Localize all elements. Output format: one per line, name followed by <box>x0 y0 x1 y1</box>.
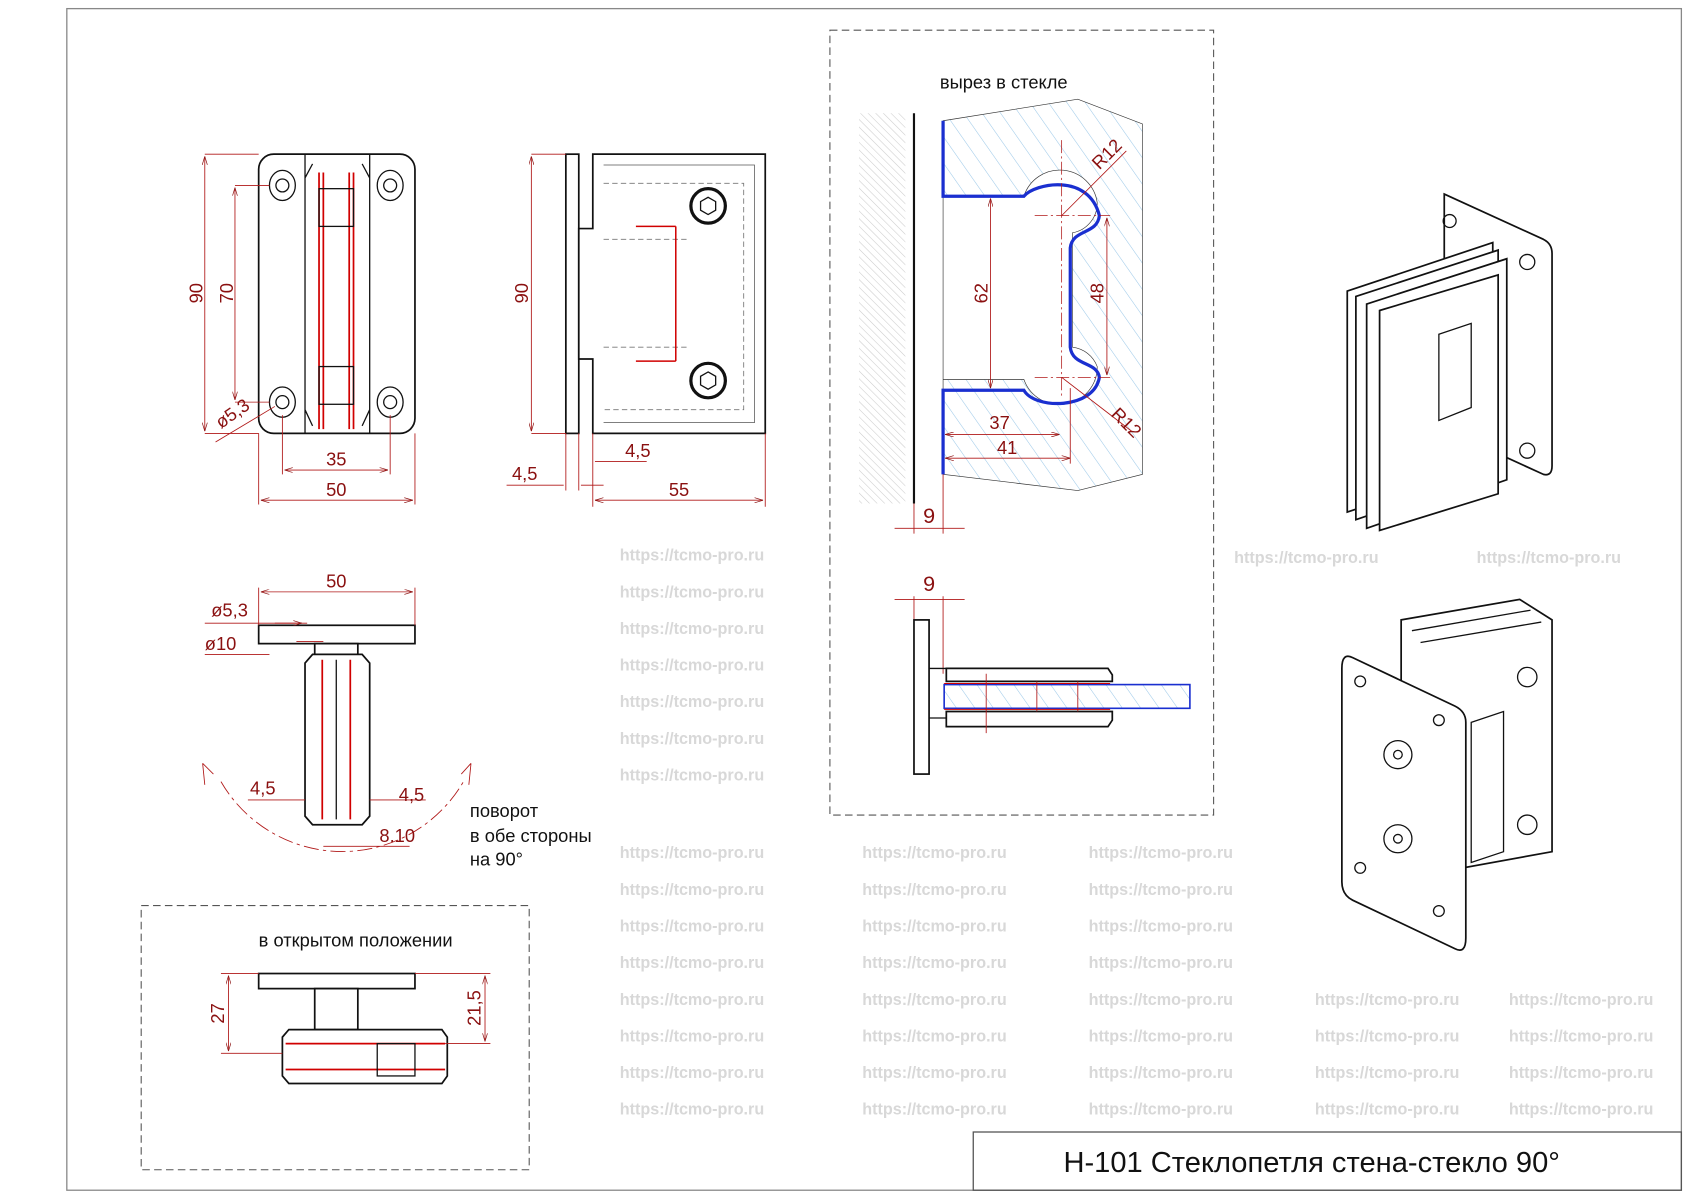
wall-hatch <box>859 113 906 504</box>
watermark-text: https://tcmo-pro.ru <box>1234 549 1378 567</box>
dim-left-gap: 4,5 <box>250 778 275 799</box>
hex-screw-icon <box>689 361 727 400</box>
watermark-text: https://tcmo-pro.ru <box>620 767 764 785</box>
watermark-text: https://tcmo-pro.ru <box>620 583 764 601</box>
watermark-text: https://tcmo-pro.ru <box>1315 1064 1459 1082</box>
dim-counterbore: ø10 <box>205 633 237 654</box>
watermark-text: https://tcmo-pro.ru <box>1089 844 1233 862</box>
watermark-text: https://tcmo-pro.ru <box>620 1064 764 1082</box>
watermark-text: https://tcmo-pro.ru <box>620 1027 764 1045</box>
dim-37: 37 <box>989 412 1009 433</box>
sheet-frame <box>66 7 1683 1191</box>
watermark-text: https://tcmo-pro.ru <box>862 1064 1006 1082</box>
countersunk-screw-icon <box>1383 824 1413 854</box>
watermark-text: https://tcmo-pro.ru <box>620 657 764 675</box>
dim-body-height: 21,5 <box>464 990 485 1026</box>
mounting-hole-icon <box>376 169 404 202</box>
dim-gap-9-section: 9 <box>923 571 935 596</box>
watermark-text: https://tcmo-pro.ru <box>862 954 1006 972</box>
watermark-text: https://tcmo-pro.ru <box>620 881 764 899</box>
rotation-note-line3: на 90° <box>470 849 523 870</box>
dim-width: 50 <box>326 571 346 592</box>
dim-hole-spacing-vertical: 70 <box>216 283 237 303</box>
watermark-text: https://tcmo-pro.ru <box>1315 991 1459 1009</box>
open-position-label: в открытом положении <box>259 930 453 951</box>
watermark-text: https://tcmo-pro.ru <box>1089 991 1233 1009</box>
dim-41: 41 <box>997 437 1017 458</box>
watermark-text: https://tcmo-pro.ru <box>620 730 764 748</box>
dim-gap: 4,5 <box>625 440 650 461</box>
dim-plate-thickness: 4,5 <box>512 463 537 484</box>
dim-depth: 55 <box>669 479 689 500</box>
countersunk-screw-icon <box>1383 740 1413 770</box>
dim-height: 90 <box>186 283 207 303</box>
watermark-text: https://tcmo-pro.ru <box>620 693 764 711</box>
glass-cutout-view: вырез в стекле 62 48 37 41 R12 R12 9 9 <box>829 29 1215 816</box>
glass-cutout-label: вырез в стекле <box>940 71 1068 92</box>
dim-glass-thickness: 8.10 <box>379 825 415 846</box>
watermark-text: https://tcmo-pro.ru <box>1089 954 1233 972</box>
watermark-text: https://tcmo-pro.ru <box>862 1027 1006 1045</box>
watermark-text: https://tcmo-pro.ru <box>620 991 764 1009</box>
side-view: 90 4,5 4,5 55 <box>506 153 767 507</box>
drawing-title: H-101 Стеклопетля стена-стекло 90° <box>1063 1147 1559 1179</box>
watermark-text: https://tcmo-pro.ru <box>862 991 1006 1009</box>
title-block: H-101 Стеклопетля стена-стекло 90° <box>972 1131 1683 1191</box>
watermark-text: https://tcmo-pro.ru <box>620 844 764 862</box>
rotation-note-line1: поворот <box>470 800 539 821</box>
watermark-text: https://tcmo-pro.ru <box>1089 1027 1233 1045</box>
watermark-text: https://tcmo-pro.ru <box>862 881 1006 899</box>
dim-hole-diameter: ø5,3 <box>211 600 248 621</box>
dim-62: 62 <box>970 283 991 303</box>
watermark-text: https://tcmo-pro.ru <box>1315 1101 1459 1119</box>
watermark-text: https://tcmo-pro.ru <box>862 844 1006 862</box>
watermark-text: https://tcmo-pro.ru <box>1477 549 1621 567</box>
watermark-text: https://tcmo-pro.ru <box>620 620 764 638</box>
watermark-text: https://tcmo-pro.ru <box>620 917 764 935</box>
rotation-note-line2: в обе стороны <box>470 825 592 846</box>
watermark-text: https://tcmo-pro.ru <box>620 1101 764 1119</box>
dim-gap-9: 9 <box>923 503 935 528</box>
dim-hole-diameter: ø5,3 <box>211 394 253 432</box>
watermark-text: https://tcmo-pro.ru <box>1089 917 1233 935</box>
dim-total-height: 27 <box>207 1003 228 1023</box>
dim-hole-spacing-horizontal: 35 <box>326 449 346 470</box>
front-view: 90 70 35 50 ø5,3 <box>186 153 416 505</box>
watermark-text: https://tcmo-pro.ru <box>862 1101 1006 1119</box>
isometric-view-closed <box>1346 192 1553 532</box>
watermark-text: https://tcmo-pro.ru <box>1509 1064 1653 1082</box>
dim-height: 90 <box>511 283 532 303</box>
watermark-text: https://tcmo-pro.ru <box>1089 1101 1233 1119</box>
isometric-view-open <box>1341 598 1553 951</box>
watermark-text: https://tcmo-pro.ru <box>1315 1027 1459 1045</box>
watermark-text: https://tcmo-pro.ru <box>1509 1101 1653 1119</box>
dim-48: 48 <box>1087 283 1108 303</box>
top-view: 50 ø5,3 ø10 4,5 4,5 8.10 поворот в обе с… <box>202 571 592 870</box>
watermark-text: https://tcmo-pro.ru <box>620 954 764 972</box>
watermark-text: https://tcmo-pro.ru <box>1509 1027 1653 1045</box>
watermark-text: https://tcmo-pro.ru <box>1509 991 1653 1009</box>
open-position-view: в открытом положении 27 21,5 <box>140 905 530 1171</box>
watermark-text: https://tcmo-pro.ru <box>620 547 764 565</box>
dim-right-gap: 4,5 <box>399 784 424 805</box>
watermark-text: https://tcmo-pro.ru <box>862 917 1006 935</box>
hex-screw-icon <box>689 187 727 225</box>
watermark-text: https://tcmo-pro.ru <box>1089 881 1233 899</box>
watermark-text: https://tcmo-pro.ru <box>1089 1064 1233 1082</box>
dim-width: 50 <box>326 479 346 500</box>
watermark-layer: https://tcmo-pro.ru https://tcmo-pro.ru ht… <box>620 547 1654 1119</box>
